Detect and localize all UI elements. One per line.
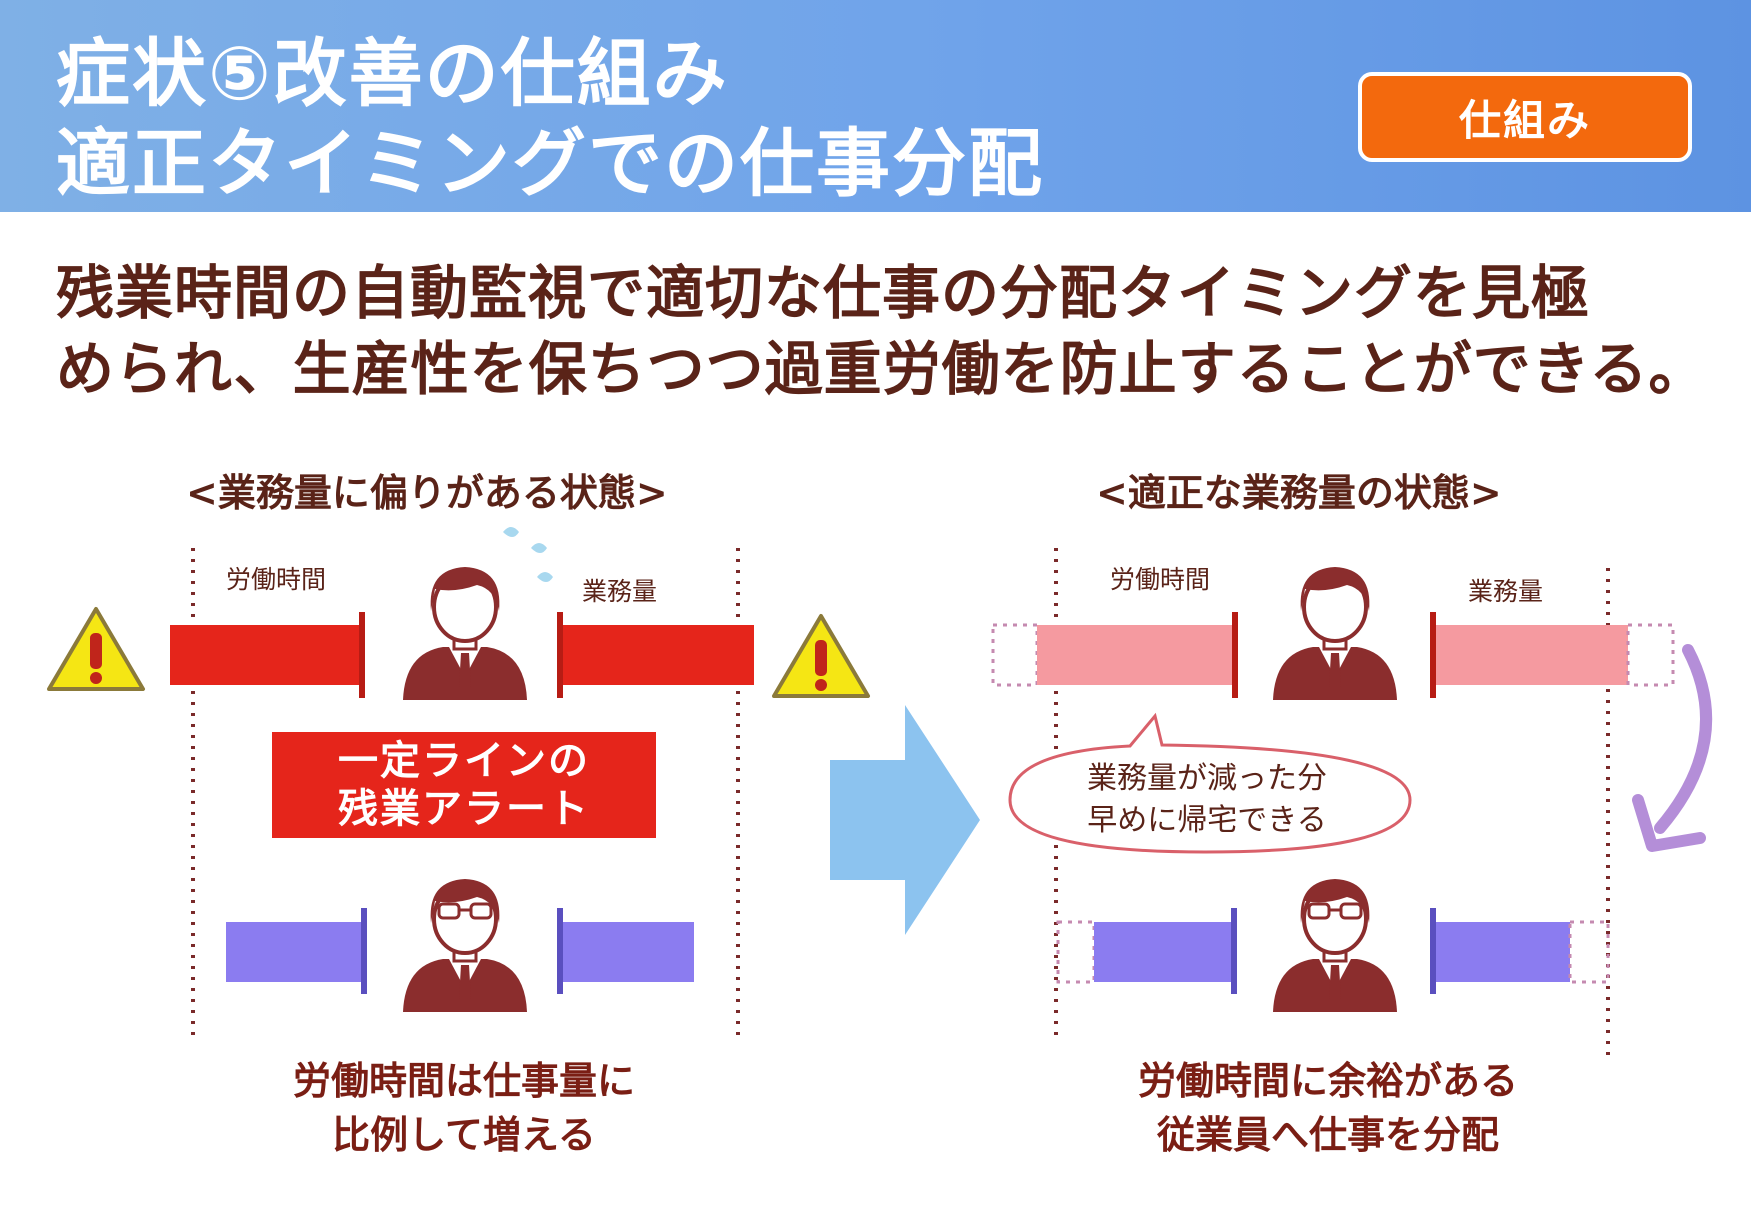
warning-icon — [47, 607, 145, 691]
glasses-person-icon — [1271, 877, 1399, 1014]
right-caption: 労働時間に余裕がある 従業員へ仕事を分配 — [1018, 1054, 1638, 1162]
bubble-text: 業務量が減った分 早めに帰宅できる — [1012, 758, 1402, 842]
sweat-drop-icon — [503, 527, 553, 582]
person-icon — [1271, 565, 1399, 702]
right-hours-ghost-purple — [1056, 920, 1096, 984]
left-workload-bar-red — [560, 625, 754, 685]
left-panel-title: <業務量に偏りがある状態> — [186, 471, 668, 515]
bubble-line2: 早めに帰宅できる — [1087, 803, 1327, 838]
right-panel-title: <適正な業務量の状態> — [1096, 471, 1502, 515]
left-caption-line2: 比例して増える — [332, 1113, 596, 1157]
page-title-line2: 適正タイミングでの仕事分配 — [56, 121, 1044, 207]
alert-line1: 一定ラインの — [338, 738, 590, 784]
glasses-icon — [1307, 902, 1363, 920]
left-hours-label: 労働時間 — [226, 565, 327, 594]
glasses-icon — [437, 902, 493, 920]
right-workload-ghost — [1626, 623, 1675, 687]
right-hours-bar-pink — [1037, 625, 1235, 685]
lead-text-line2: められ、生産性を保ちつつ過重労働を防止することができる。 — [56, 335, 1708, 403]
person-icon — [401, 565, 529, 702]
page-title-line1: 症状⑤改善の仕組み — [56, 31, 729, 117]
right-hours-label: 労働時間 — [1110, 565, 1211, 594]
left-workload-bar-purple — [560, 922, 694, 982]
right-workload-bar-pink — [1434, 625, 1628, 685]
category-badge: 仕組み — [1358, 72, 1692, 162]
lead-text-line1: 残業時間の自動監視で適切な仕事の分配タイミングを見極 — [56, 259, 1591, 327]
left-hours-bar-red — [170, 625, 364, 685]
bubble-line1: 業務量が減った分 — [1087, 761, 1327, 796]
speech-bubble-icon — [1008, 712, 1412, 854]
right-workload-ghost-purple — [1568, 920, 1610, 984]
left-caption: 労働時間は仕事量に 比例して増える — [154, 1054, 774, 1162]
curved-arrow-icon — [1654, 644, 1713, 834]
alert-line2: 残業アラート — [338, 786, 590, 832]
warning-icon — [772, 614, 870, 698]
right-caption-line2: 従業員へ仕事を分配 — [1156, 1113, 1499, 1157]
right-workload-label: 業務量 — [1468, 577, 1544, 606]
overtime-alert-box: 一定ラインの 残業アラート — [272, 732, 656, 838]
glasses-person-icon — [401, 877, 529, 1014]
right-hours-ghost — [991, 623, 1039, 687]
header-banner: 症状⑤改善の仕組み 適正タイミングでの仕事分配 仕組み — [0, 0, 1751, 212]
right-caption-line1: 労働時間に余裕がある — [1137, 1059, 1518, 1103]
right-hours-bar-purple — [1094, 922, 1234, 982]
right-arrow-icon — [830, 705, 980, 935]
left-workload-label: 業務量 — [582, 577, 658, 606]
left-caption-line1: 労働時間は仕事量に — [292, 1059, 635, 1103]
right-workload-bar-purple — [1434, 922, 1570, 982]
left-hours-bar-purple — [226, 922, 366, 982]
